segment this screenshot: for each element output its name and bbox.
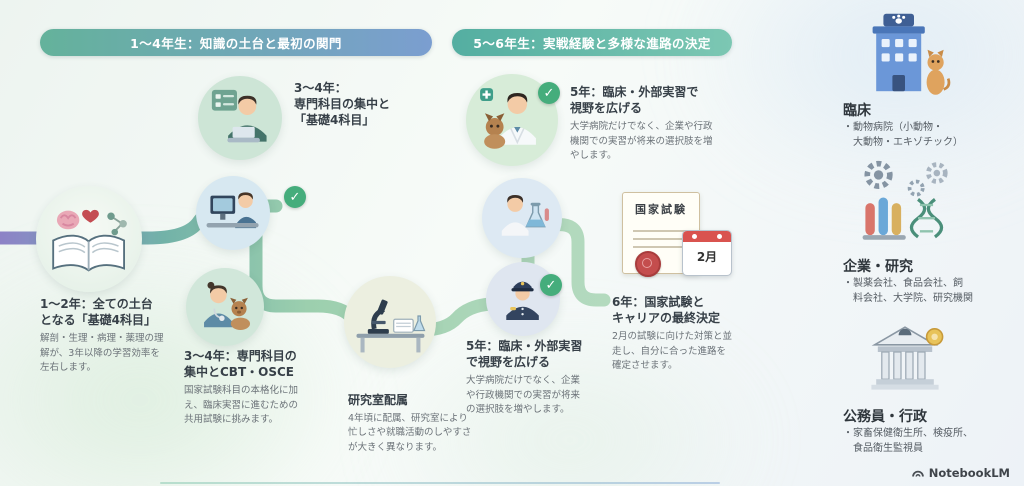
animal-care-icon: [203, 281, 250, 330]
header-years-1-4-label: 1〜4年生：知識の土台と最初の関門: [130, 36, 342, 51]
milestone-cbt-osce-title: 3〜4年：専門科目の 集中とCBT・OSCE: [184, 349, 297, 380]
career-clinical-icon-wrap: [852, 12, 958, 102]
calendar-header: [683, 231, 731, 242]
career-clinical-body: ・動物病院（小動物・ 大動物・エキゾチック）: [843, 122, 963, 148]
career-research-title: 企業・研究: [843, 259, 913, 275]
watermark: NotebookLM: [911, 466, 1010, 480]
check-icon: ✓: [540, 274, 562, 296]
milestone-year5-external-title: 5年：臨床・外部実習で 視野を広げる: [570, 85, 699, 116]
watermark-label: NotebookLM: [928, 466, 1010, 480]
milestone-specialized-title: 3〜4年： 専門科目の集中と 「基礎4科目」: [294, 81, 391, 128]
milestone-year5-external-2: 5年：臨床・外部実習 で視野を広げる 大学病院だけでなく、企業 や行政機関での実…: [466, 338, 616, 417]
research-lab-icon: [862, 160, 948, 240]
hospital-building-icon: [872, 13, 951, 95]
check-icon: ✓: [284, 186, 306, 208]
notebooklm-logo: [911, 470, 924, 477]
career-government-body: ・家畜保健衛生所、検疫所、 食品衛生監視員: [843, 428, 973, 454]
certificate-label: 国家試験: [635, 203, 687, 216]
milestone-lab-assignment: 研究室配属 4年頃に配属、研究室により 忙しさや就職活動のしやすさ が大きく異な…: [348, 392, 512, 455]
government-building-icon: [871, 326, 944, 390]
node-research-lab: [344, 276, 436, 368]
milestone-year6-exam-body: 2月の試験に向けた対策と並 走し、自分に合った進路を 確定させます。: [612, 331, 733, 371]
police-officer-icon: [506, 282, 540, 321]
milestone-cbt-osce: 3〜4年：専門科目の 集中とCBT・OSCE 国家試験科目の本格化に加 え、臨床…: [184, 348, 348, 427]
calendar-icon: 2月: [682, 230, 732, 276]
vet-clinical-icon: [479, 87, 536, 149]
node-lab-scientist: [482, 178, 562, 258]
header-years-5-6: 5〜6年生：実戦経験と多様な進路の決定: [452, 29, 732, 56]
milestone-lab-assignment-body: 4年頃に配属、研究室により 忙しさや就職活動のしやすさ が大きく異なります。: [348, 413, 472, 453]
node-foundation: [36, 186, 142, 292]
milestone-year6-exam: 6年：国家試験と キャリアの最終決定 2月の試験に向けた対策と並 走し、自分に合…: [612, 294, 774, 373]
milestone-foundation: 1〜2年：全ての土台 となる「基礎4科目」 解剖・生理・病理・薬理の理 解が、3…: [40, 296, 200, 375]
career-research-icon-wrap: [852, 158, 954, 252]
milestone-year5-external-2-title: 5年：臨床・外部実習 で視野を広げる: [466, 339, 583, 370]
milestone-year6-exam-title: 6年：国家試験と キャリアの最終決定: [612, 295, 721, 326]
node-animal-care: [186, 268, 264, 346]
node-computer-study: [196, 176, 270, 250]
milestone-year5-external: 5年：臨床・外部実習で 視野を広げる 大学病院だけでなく、企業や行政 機関での実…: [570, 84, 752, 163]
milestone-specialized: 3〜4年： 専門科目の集中と 「基礎4科目」: [294, 80, 436, 129]
certificate-group: 国家試験 2月: [622, 188, 734, 280]
career-clinical-title: 臨床: [843, 103, 871, 119]
microscope-icon: [355, 299, 425, 352]
career-government-icon-wrap: [854, 324, 956, 404]
milestone-year5-external-2-body: 大学病院だけでなく、企業 や行政機関での実習が将来 の選択肢を増やします。: [466, 375, 581, 415]
milestone-lab-assignment-title: 研究室配属: [348, 393, 409, 407]
certificate-icon: 国家試験: [622, 192, 700, 277]
milestone-cbt-osce-body: 国家試験科目の本格化に加 え、臨床実習に進むための 共用試験に挑みます。: [184, 385, 299, 425]
lab-research-icon: [501, 194, 549, 236]
career-research-body: ・製薬会社、食品会社、飼 料会社、大学院、研究機関: [843, 278, 973, 304]
node-specialized-study: [198, 76, 282, 160]
check-glyph: ✓: [545, 277, 557, 293]
seal-icon: [635, 251, 661, 277]
check-icon: ✓: [538, 82, 560, 104]
check-glyph: ✓: [289, 189, 301, 205]
header-years-1-4: 1〜4年生：知識の土台と最初の関門: [40, 29, 432, 56]
milestone-foundation-title: 1〜2年：全ての土台 となる「基礎4科目」: [40, 297, 156, 328]
online-study-icon: [211, 89, 267, 143]
computer-study-icon: [206, 192, 260, 229]
anatomy-book-icon: [52, 210, 128, 272]
bottom-accent-line: [160, 482, 720, 484]
calendar-month-label: 2月: [696, 250, 718, 264]
milestone-foundation-body: 解剖・生理・病理・薬理の理 解が、3年以降の学習効率を 左右します。: [40, 333, 164, 373]
milestone-year5-external-body: 大学病院だけでなく、企業や行政 機関での実習が将来の選択肢を増 やします。: [570, 121, 713, 161]
check-glyph: ✓: [543, 85, 555, 101]
header-years-5-6-label: 5〜6年生：実戦経験と多様な進路の決定: [473, 36, 711, 51]
certificate-lines: [633, 224, 689, 252]
node-public-service: [486, 262, 560, 336]
career-government-title: 公務員・行政: [843, 409, 927, 425]
